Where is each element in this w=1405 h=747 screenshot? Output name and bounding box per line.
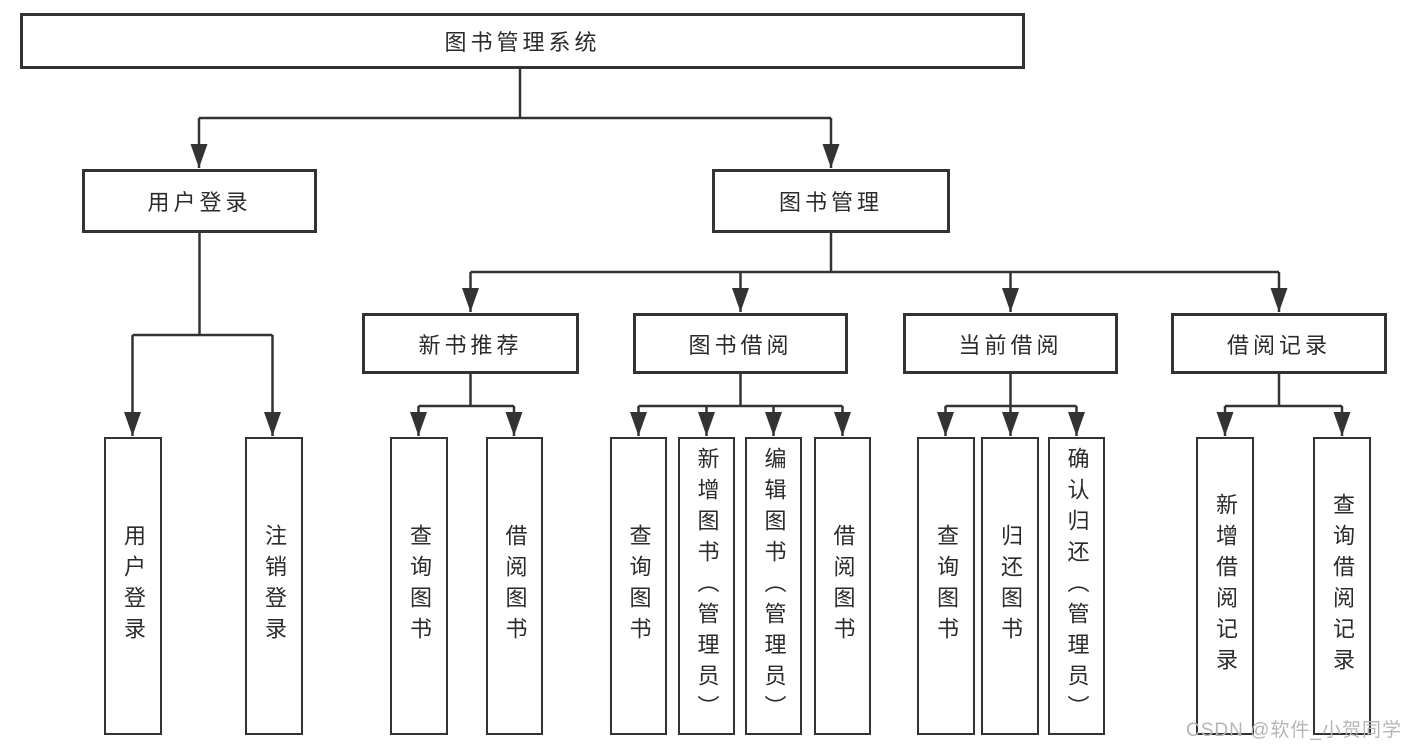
node-current-borrow: 当前借阅 bbox=[903, 313, 1118, 374]
connector-book-borrow-trunk bbox=[638, 374, 843, 408]
node-library-management-system: 图书管理系统 bbox=[20, 13, 1025, 69]
leaf-return-books: 归还图书 bbox=[981, 437, 1039, 735]
connector-new-book-trunk bbox=[418, 374, 514, 408]
leaf-query-borrow-record: 查询借阅记录 bbox=[1313, 437, 1371, 735]
connector-current-borrow-trunk bbox=[945, 374, 1077, 408]
node-user-login: 用户登录 bbox=[82, 169, 317, 233]
connector-borrow-records-trunk bbox=[1225, 374, 1342, 408]
leaf-confirm-return-admin: 确认归还（管理员） bbox=[1048, 437, 1105, 735]
leaf-logout: 注销登录 bbox=[245, 437, 303, 735]
leaf-add-books-admin: 新增图书（管理员） bbox=[678, 437, 735, 735]
leaf-add-borrow-record: 新增借阅记录 bbox=[1196, 437, 1254, 735]
leaf-user-login: 用户登录 bbox=[104, 437, 162, 735]
connector-user-login-trunk bbox=[132, 233, 273, 337]
leaf-query-books-recommend: 查询图书 bbox=[390, 437, 448, 735]
node-new-book-recommend: 新书推荐 bbox=[362, 313, 579, 374]
csdn-watermark: CSDN @软件_小贺同学 bbox=[1186, 720, 1402, 741]
node-book-borrow: 图书借阅 bbox=[633, 313, 848, 374]
connector-root-trunk bbox=[199, 69, 831, 120]
leaf-edit-books-admin: 编辑图书（管理员） bbox=[745, 437, 802, 735]
leaf-borrow-books-recommend: 借阅图书 bbox=[486, 437, 543, 735]
node-book-management: 图书管理 bbox=[712, 169, 950, 233]
node-borrow-records: 借阅记录 bbox=[1171, 313, 1387, 374]
connector-book-mgmt-trunk bbox=[470, 233, 1279, 274]
leaf-query-books-borrow: 查询图书 bbox=[610, 437, 667, 735]
leaf-borrow-books: 借阅图书 bbox=[814, 437, 871, 735]
leaf-query-books-current: 查询图书 bbox=[917, 437, 975, 735]
